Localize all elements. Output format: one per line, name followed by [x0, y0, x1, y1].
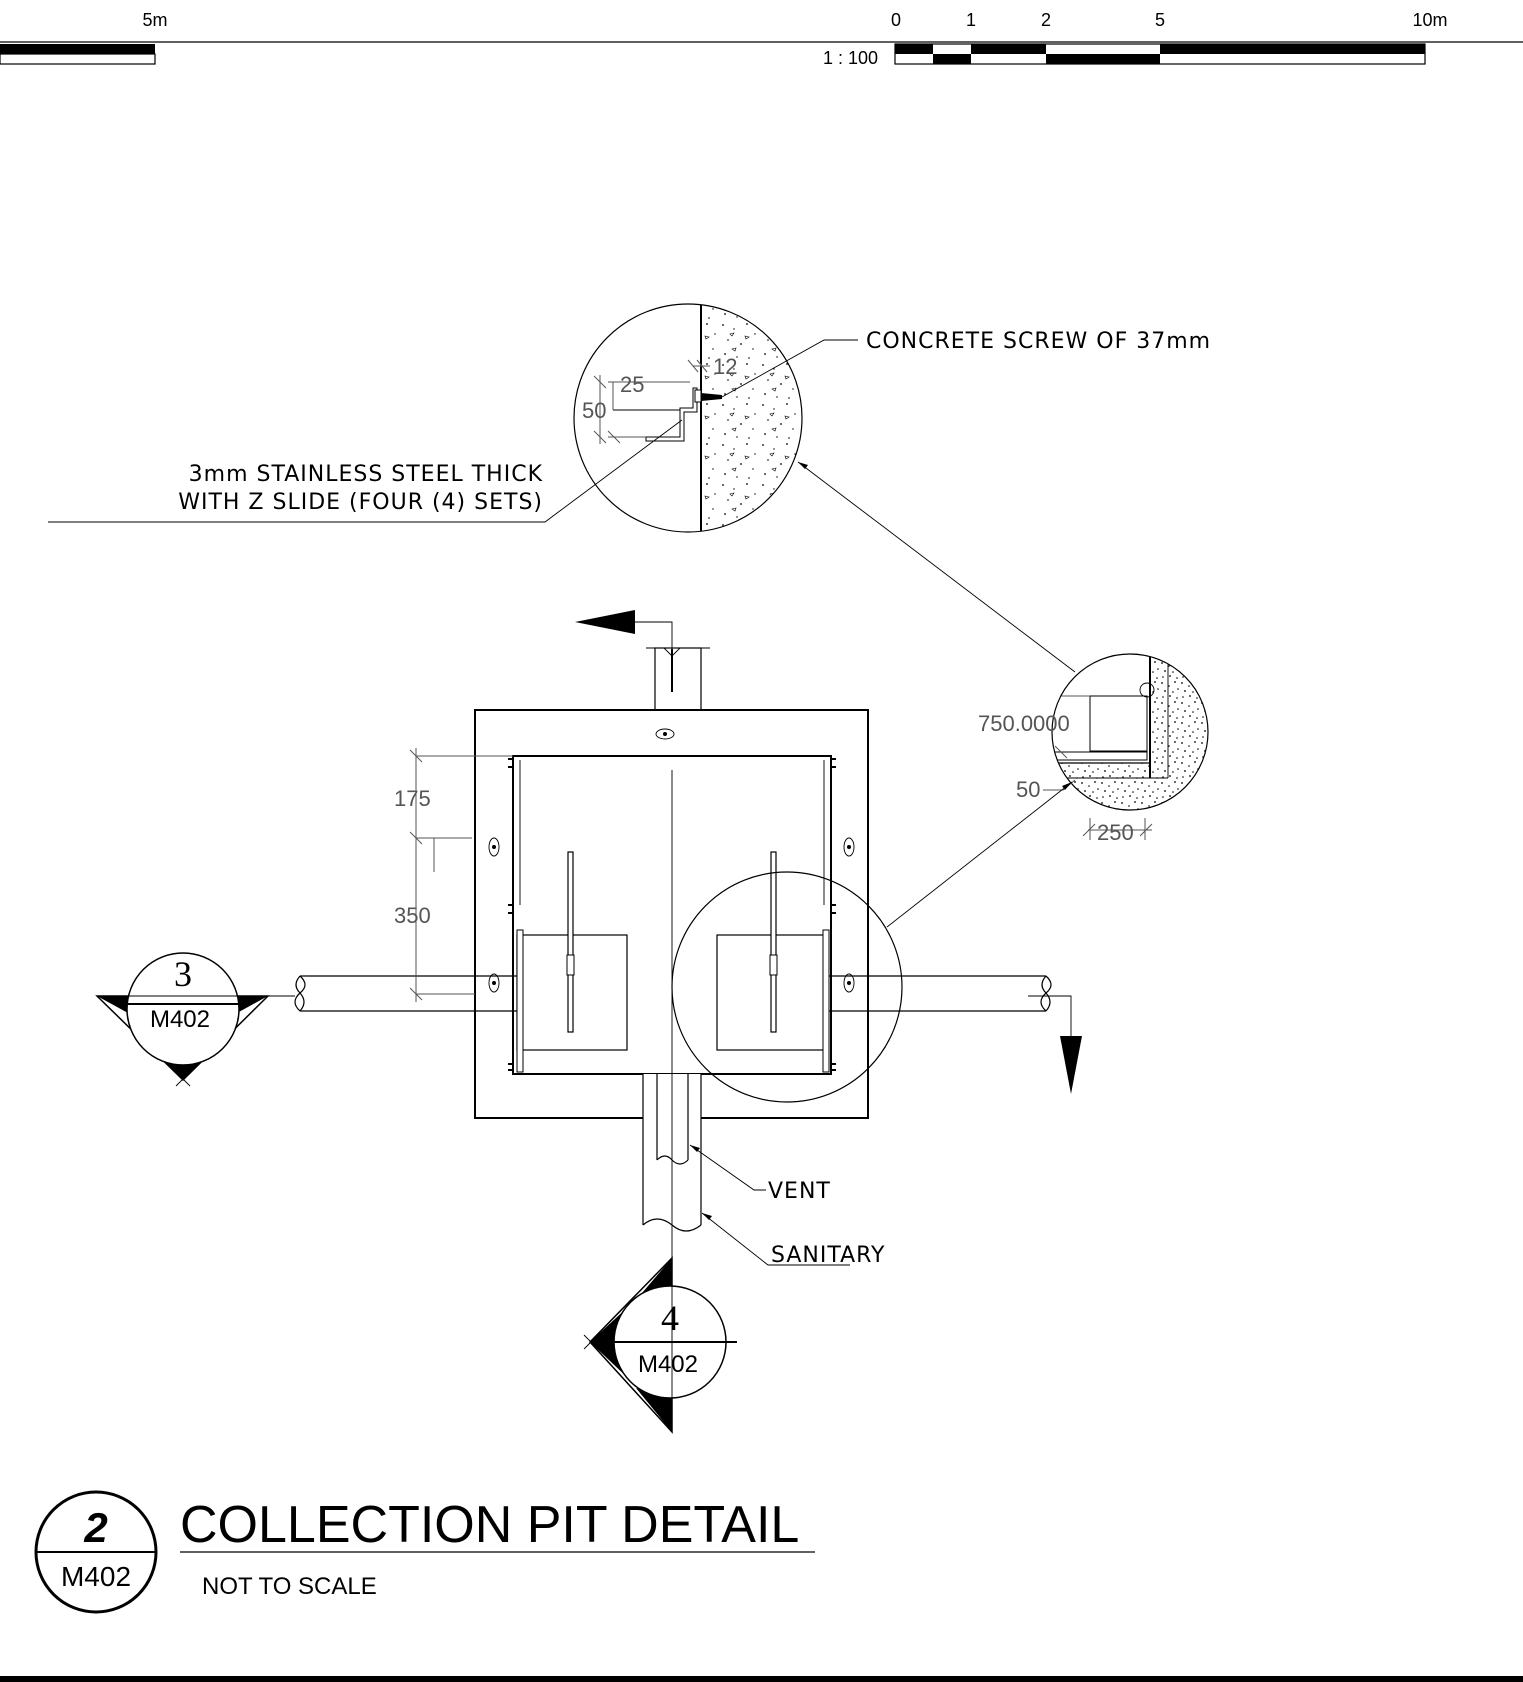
scale-bar-left: 5m — [0, 10, 168, 65]
callout-concrete-screw: CONCRETE SCREW OF 37mm — [866, 329, 1211, 354]
scale-label-5m: 5m — [142, 10, 167, 30]
section-4-number: 4 — [661, 1298, 679, 1338]
scale-ratio: 1 : 100 — [823, 48, 878, 68]
scale-tick-2: 2 — [1041, 10, 1051, 30]
dim-25: 25 — [620, 372, 644, 397]
bottom-border — [0, 1676, 1523, 1682]
section-3-number: 3 — [174, 954, 192, 994]
dim-12: 12 — [713, 354, 737, 379]
page-title: COLLECTION PIT DETAIL — [180, 1496, 799, 1554]
plan-dimensions: 175 350 — [394, 748, 513, 1002]
page-subtitle: NOT TO SCALE — [202, 1573, 377, 1600]
scale-tick-10m: 10m — [1412, 10, 1447, 30]
section-4-sheet: M402 — [638, 1351, 698, 1378]
title-sheet-number: M402 — [61, 1561, 131, 1592]
callout-stainless-line2: WITH Z SLIDE (FOUR (4) SETS) — [178, 490, 543, 515]
section-marker-4: 4 M402 — [583, 1256, 737, 1434]
section-3-sheet: M402 — [150, 1006, 210, 1033]
title-detail-number: 2 — [83, 1504, 107, 1551]
scale-bar-right: 1 : 100 0 1 2 5 10m — [823, 10, 1448, 68]
callout-sanitary: SANITARY — [771, 1243, 885, 1268]
section-marker-3: 3 M402 — [95, 952, 295, 1087]
leader-detail-link — [797, 461, 1076, 673]
callout-vent: VENT — [768, 1179, 831, 1204]
leader-concrete-screw: CONCRETE SCREW OF 37mm — [721, 329, 1211, 398]
leader-vent: VENT — [689, 1144, 831, 1204]
callout-stainless-line1: 3mm STAINLESS STEEL THICK — [189, 462, 543, 487]
dim-175: 175 — [394, 786, 431, 811]
bolt-marks — [508, 758, 836, 1071]
leader-stainless: 3mm STAINLESS STEEL THICK WITH Z SLIDE (… — [48, 419, 683, 523]
title-block: 2 M402 COLLECTION PIT DETAIL NOT TO SCAL… — [34, 1490, 815, 1614]
dim-50-right: 50 — [1016, 777, 1040, 802]
scale-tick-5: 5 — [1155, 10, 1165, 30]
dim-250: 250 — [1097, 820, 1134, 845]
pit-plan — [294, 610, 1082, 1260]
dim-350: 350 — [394, 903, 431, 928]
scale-tick-1: 1 — [966, 10, 976, 30]
detail-circle-right: 750.0000 50 250 — [978, 653, 1209, 845]
leader-sanitary: SANITARY — [701, 1212, 885, 1268]
detail-circle-top: 12 25 50 — [573, 303, 803, 533]
scale-tick-0: 0 — [891, 10, 901, 30]
dim-750: 750.0000 — [978, 711, 1070, 736]
leader-plan-to-detail — [886, 781, 1073, 928]
dim-50: 50 — [582, 398, 606, 423]
